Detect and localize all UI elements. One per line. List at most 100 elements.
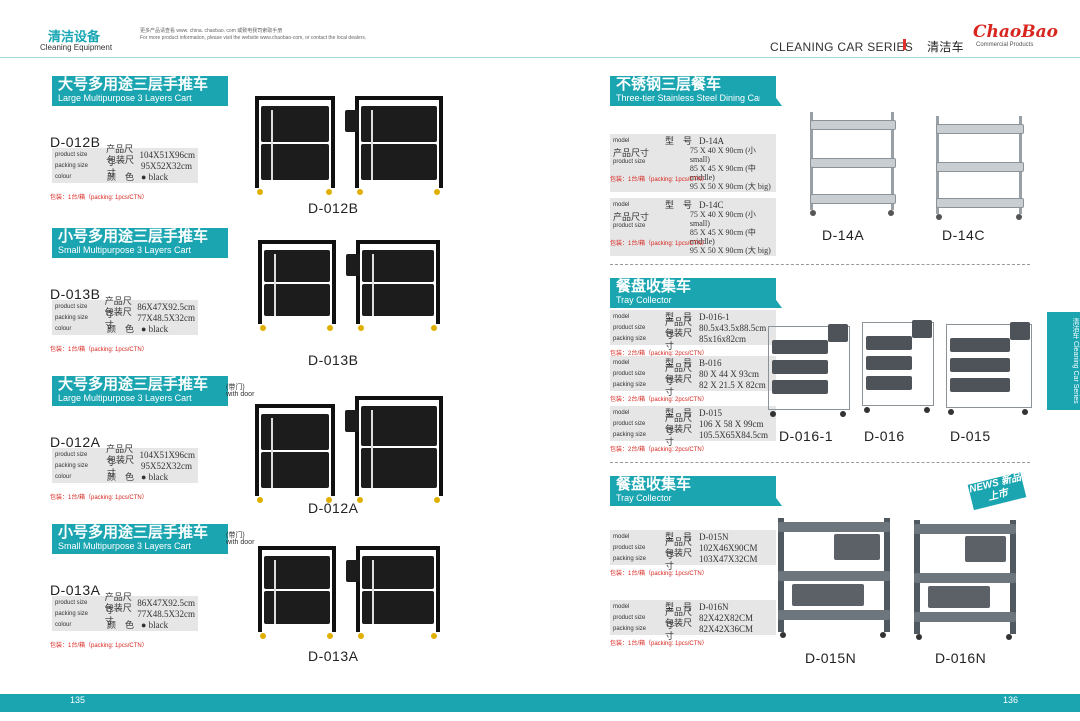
tray-bin (792, 584, 864, 606)
product-caption: D-013B (308, 352, 359, 368)
section-title-en: Large Multipurpose 3 Layers Cart (58, 93, 192, 103)
tray-collector-image (862, 320, 934, 414)
cart-wheel (431, 633, 437, 639)
cart-wheel (257, 189, 263, 195)
spec-label-cn: 包装尺寸 (665, 617, 693, 641)
cart-handle (332, 546, 336, 632)
spec-value: 75 X 40 X 90cm (小 small) (689, 210, 756, 228)
cart-wheel (260, 633, 266, 639)
with-door-note: (带门) with door (226, 384, 255, 398)
caption-d016: D-016 (864, 428, 905, 444)
divider-dashed (610, 264, 1030, 265)
packing-note: 包装：1台/箱（packing: 1pcs/CTN） (610, 241, 708, 247)
cart-handle (258, 240, 262, 324)
section-title-cn: 小号多用途三层手推车 (58, 228, 209, 245)
cart-shelf (362, 250, 434, 282)
cart-wheel (357, 189, 363, 195)
cart-wheel (260, 325, 266, 331)
header-rule (0, 57, 1080, 58)
cart-wheel (888, 210, 894, 216)
caption-d015n: D-015N (805, 650, 857, 666)
spec-label-cn: 包装尺寸 (107, 454, 135, 478)
section-title-en: Small Multipurpose 3 Layers Cart (58, 245, 192, 255)
cart-shelf (361, 448, 437, 488)
section-title-tail (212, 76, 224, 106)
cart-shelf (361, 144, 437, 180)
cart-post (371, 110, 373, 180)
spec-label: product size (613, 324, 646, 331)
cart-handle (332, 240, 336, 324)
cart-wheel (358, 325, 364, 331)
black-utility-cart-image (258, 240, 336, 332)
cart-handle (331, 96, 335, 188)
tray2-title-cn: 餐盘收集车 (616, 476, 692, 493)
spec-label: packing size (55, 610, 89, 617)
cart-wheel (864, 407, 870, 413)
caption-d015: D-015 (950, 428, 991, 444)
spec-label: packing size (55, 162, 89, 169)
spec-label-cn: 颜 色 (107, 620, 135, 630)
spec-label-cn: 型 号 (665, 312, 693, 322)
packing-note: 包装：1台/箱（packing: 1pcs/CTN） (610, 571, 708, 577)
section-title-cn: 大号多用途三层手推车 (58, 376, 209, 393)
tray-bin (772, 380, 828, 394)
spec-value: 85 X 45 X 90cm (中 middle) (689, 228, 756, 246)
brand-title-en: Cleaning Equipment (40, 43, 113, 52)
spec-label: model (613, 359, 630, 366)
spec-value: ● black (141, 471, 169, 482)
caption-d016n: D-016N (935, 650, 987, 666)
caption-d14c: D-14C (942, 227, 985, 243)
cart-shelf (936, 162, 1024, 172)
tray-bin (866, 356, 912, 370)
packing-note: 包装：2台/箱（packing: 2pcs/CTN） (610, 351, 708, 357)
spec-label: colour (55, 473, 72, 480)
spec-value: 85 X 45 X 90cm (中 middle) (689, 164, 756, 182)
cart-shelf (936, 124, 1024, 134)
spec-label-cn: 产品尺寸 (613, 148, 650, 158)
spec-value: 102X46X90CM (699, 542, 758, 553)
cart-shelf (778, 522, 890, 532)
cart-bin (345, 110, 359, 132)
spec-label: packing size (613, 625, 647, 632)
tray-bin (965, 536, 1006, 562)
waste-bin (912, 320, 932, 338)
tray2-section-title: 餐盘收集车 Tray Collector (610, 476, 776, 506)
cart-wheel (770, 411, 776, 417)
cart-bin (345, 410, 359, 432)
cart-post (372, 254, 374, 316)
spec-label-cn: 产品尺寸 (104, 295, 132, 319)
spec-value: 80.5x43.5x88.5cm (699, 322, 767, 333)
cart-handle (356, 546, 360, 632)
section-title-cn: 大号多用途三层手推车 (58, 76, 209, 93)
cart-wheel (1016, 214, 1022, 220)
cart-handle (436, 240, 440, 324)
cart-frame (862, 322, 934, 406)
cart-handle (355, 396, 359, 496)
cart-handle (355, 396, 443, 400)
cart-shelf (914, 612, 1016, 622)
cart-handle (255, 404, 335, 408)
tray-bin (950, 338, 1010, 352)
spec-label: product size (55, 599, 88, 606)
packing-note: 包装：1台/箱（packing: 1pcs/CTN） (50, 495, 148, 501)
cart-wheel (1006, 634, 1012, 640)
